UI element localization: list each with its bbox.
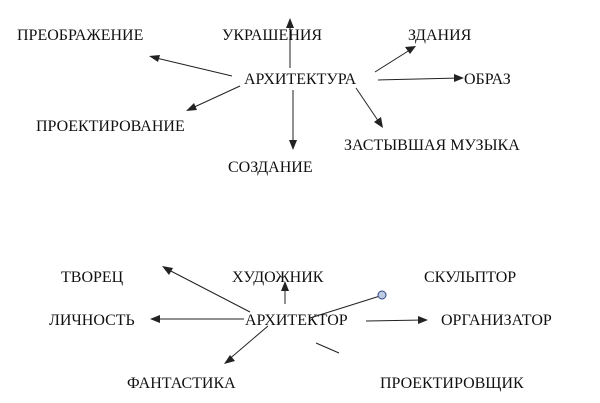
arrow-to-tvorets — [164, 267, 251, 313]
connector-end-handle[interactable] — [377, 290, 387, 300]
arrow-head-ukrasheniya — [286, 18, 294, 28]
node-proektirovshchik: ПРОЕКТИРОВЩИК — [380, 375, 524, 392]
diagram-architecture: АРХИТЕКТУРА ПРЕОБРАЖЕНИЕ УКРАШЕНИЯ ЗДАНИ… — [17, 18, 520, 176]
connector-to-handle — [309, 295, 381, 319]
arrow-head-organizator — [418, 316, 428, 324]
node-preobrazhenie: ПРЕОБРАЖЕНИЕ — [17, 27, 143, 44]
arrow-to-organizator — [365, 319, 425, 322]
arrow-head-lichnost — [150, 315, 160, 323]
arrow-head-khudozhnik — [281, 281, 289, 291]
loose-stroke — [315, 342, 340, 354]
node-ukrasheniya: УКРАШЕНИЯ — [222, 27, 322, 44]
node-lichnost: ЛИЧНОСТЬ — [49, 312, 135, 329]
arrow-to-obraz — [377, 77, 461, 81]
arrow-to-fantastika — [226, 325, 269, 362]
arrow-head-obraz — [454, 74, 464, 82]
arrow-to-zdaniya — [374, 47, 414, 73]
node-skulptor: СКУЛЬПТОР — [424, 269, 516, 286]
arrow-head-fantastika — [224, 355, 235, 364]
node-zastyvshaya-muzyka: ЗАСТЫВШАЯ МУЗЫКА — [344, 137, 520, 154]
arrow-head-preobrazhenie — [149, 55, 160, 62]
node-sozdanie: СОЗДАНИЕ — [228, 159, 313, 176]
node-tvorets: ТВОРЕЦ — [61, 269, 124, 286]
arrow-head-tvorets — [162, 266, 173, 275]
node-khudozhnik: ХУДОЖНИК — [232, 269, 324, 286]
arrow-head-zdaniya — [405, 46, 416, 54]
arrow-to-zastyvshaya — [355, 87, 382, 126]
arrow-head-zastyvshaya — [374, 117, 383, 128]
node-organizator: ОРГАНИЗАТОР — [441, 312, 552, 329]
node-center-arkhitektura: АРХИТЕКТУРА — [244, 71, 357, 88]
node-zdaniya: ЗДАНИЯ — [408, 27, 472, 44]
arrow-to-proektirovanie — [189, 85, 241, 110]
arrows-architecture — [149, 18, 464, 150]
arrow-head-sozdanie — [289, 140, 297, 150]
node-fantastika: ФАНТАСТИКА — [127, 375, 236, 392]
arrows-architector — [150, 266, 428, 364]
arrow-head-proektirovanie — [186, 103, 197, 111]
diagram-architector: АРХИТЕКТОР ТВОРЕЦ ХУДОЖНИК СКУЛЬПТОР ЛИЧ… — [49, 266, 552, 392]
node-proektirovanie: ПРОЕКТИРОВАНИЕ — [36, 118, 185, 135]
node-obraz: ОБРАЗ — [464, 71, 511, 88]
arrow-to-preobrazhenie — [151, 56, 233, 77]
node-center-arkhitektor: АРХИТЕКТОР — [245, 312, 348, 329]
